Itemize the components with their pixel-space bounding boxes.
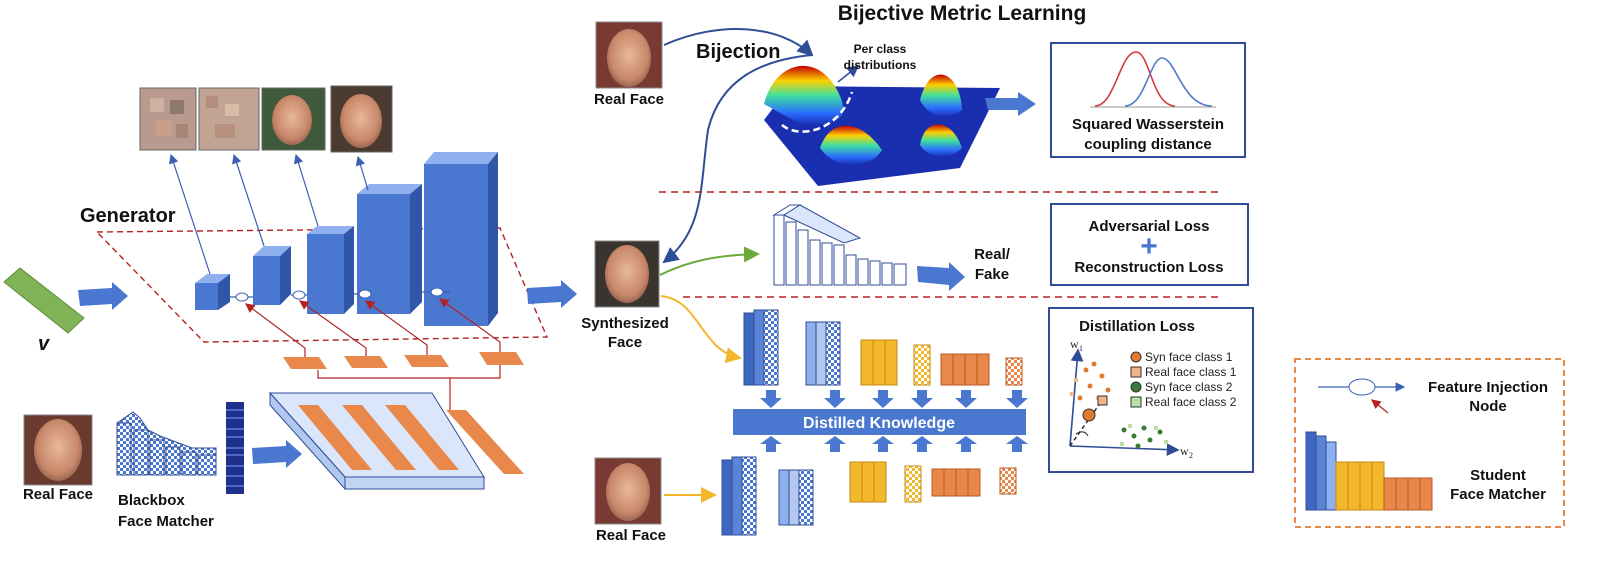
to-real-fake-arrow (917, 262, 965, 291)
student-network-top (743, 309, 1023, 386)
feature-injection-icon (1318, 378, 1406, 414)
legend-item: Real face class 2 (1145, 395, 1237, 409)
reconstruction-loss-label: Reconstruction Loss (1074, 259, 1223, 276)
down-arrows (760, 390, 1028, 408)
real-fake-label-line1: Real/ (974, 246, 1011, 263)
gen-block-3 (307, 234, 344, 314)
up-arrows (760, 436, 1028, 452)
gen-block-5 (424, 164, 488, 326)
per-class-label-line2: distributions (844, 58, 917, 72)
wasserstein-curves (1090, 51, 1216, 108)
injection-node-4 (430, 287, 444, 297)
blackbox-network (116, 411, 217, 476)
distilled-knowledge-bar (733, 409, 1026, 435)
wasserstein-label-line2: coupling distance (1084, 136, 1212, 153)
synthesized-label-line1: Synthesized (581, 315, 669, 332)
injection-node-1 (235, 292, 249, 302)
student-matcher-label-line1: Student (1470, 467, 1526, 484)
real-fake-label-line2: Fake (975, 266, 1009, 283)
distribution-surface (764, 65, 1000, 186)
legend-marker-real-class-2 (1130, 396, 1142, 408)
legend-marker-real-class-1 (1130, 366, 1142, 378)
injection-nodes (230, 287, 450, 302)
per-class-label-line1: Per class (854, 42, 907, 56)
wasserstein-label-line1: Squared Wasserstein (1072, 116, 1224, 133)
legend-marker-syn-class-1 (1130, 351, 1142, 363)
real-face-label-left: Real Face (23, 486, 93, 503)
scatter-points (1070, 361, 1168, 449)
discriminator-network (772, 204, 907, 286)
to-wasserstein-arrow (985, 92, 1036, 116)
injection-node-2 (292, 290, 306, 300)
axis-w2-label: w (1180, 444, 1189, 458)
legend-item: Syn face class 1 (1145, 350, 1233, 364)
bijection-arrows (662, 28, 814, 264)
to-discriminator-arrow (659, 246, 760, 276)
axis-w2-subscript: 2 (1189, 451, 1193, 460)
input-vector-bar (3, 267, 85, 334)
distillation-loss-label: Distillation Loss (1079, 318, 1195, 335)
real-face-label-top: Real Face (594, 91, 664, 108)
legend-item: Real face class 1 (1145, 365, 1237, 379)
generator-output-arrow (527, 280, 577, 308)
student-network-bottom (721, 456, 1017, 536)
bijection-label: Bijection (696, 41, 780, 63)
legend-item: Syn face class 2 (1145, 380, 1233, 394)
distillation-legend: Syn face class 1 Real face class 1 Syn f… (1130, 350, 1237, 409)
input-arrow (78, 282, 128, 310)
image-res-1 (139, 87, 197, 151)
progressive-images (139, 85, 393, 153)
distilled-knowledge-label: Distilled Knowledge (803, 415, 955, 432)
axis-w1-label: w (1070, 337, 1079, 351)
generator-plane (95, 227, 549, 343)
student-matcher-label-line2: Face Matcher (1450, 486, 1546, 503)
wasserstein-box (1050, 42, 1246, 158)
feature-injection-label-line1: Feature Injection (1428, 379, 1548, 396)
plus-symbol: + (1140, 230, 1158, 263)
generator-label: Generator (80, 205, 176, 227)
blackbox-label-line1: Blackbox (118, 492, 185, 509)
diagram-title: Bijective Metric Learning (838, 2, 1087, 25)
legend-marker-syn-class-2 (1130, 381, 1142, 393)
gen-block-2 (253, 256, 280, 305)
feature-vector (226, 402, 244, 494)
synthesized-label-line2: Face (608, 334, 642, 351)
feature-tiles (283, 352, 524, 369)
generator-blocks (195, 152, 498, 326)
distillation-axes (1069, 348, 1180, 456)
student-matcher-icon (1305, 431, 1433, 511)
blackbox-label-line2: Face Matcher (118, 513, 214, 530)
adversarial-loss-label: Adversarial Loss (1089, 218, 1210, 235)
input-vector-label: v (38, 333, 51, 355)
adversarial-loss-box (1050, 203, 1249, 286)
distillation-loss-box (1048, 307, 1254, 473)
feature-injector-plate (268, 391, 524, 491)
gen-block-1 (195, 283, 218, 310)
feature-to-injector-arrow (252, 440, 302, 468)
injection-node-3 (358, 289, 372, 299)
synth-to-student-arrow (660, 295, 742, 364)
axis-w1-subscript: 1 (1079, 344, 1083, 353)
real-face-label-bottom: Real Face (596, 527, 666, 544)
feature-injection-label-line2: Node (1469, 398, 1507, 415)
